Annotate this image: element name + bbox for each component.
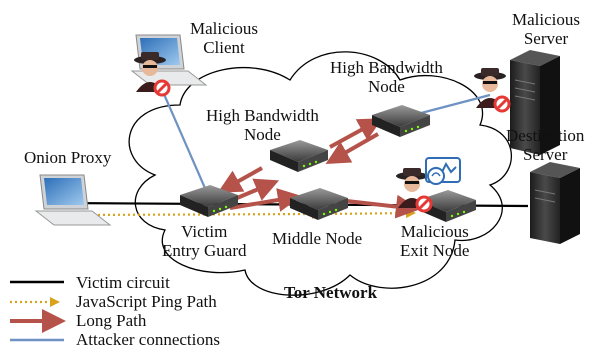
- long-path-f: [337, 194, 420, 219]
- malicious-client-laptop-icon: [130, 34, 208, 86]
- long-path-d: [325, 132, 379, 164]
- label-destination-server: Destination Server: [506, 126, 585, 164]
- label-hb-node-mid: High Bandwidth Node: [206, 106, 319, 144]
- long-path-e: [229, 188, 302, 212]
- destination-server-icon: [530, 162, 580, 244]
- label-malicious-exit-node: Malicious Exit Node: [400, 222, 470, 260]
- legend-label-attacker: Attacker connections: [76, 330, 220, 349]
- malicious-server-icon: [510, 50, 560, 155]
- router-hb-top-icon: [372, 105, 430, 137]
- ping-path-line: [77, 209, 322, 220]
- long-path-a: [217, 166, 263, 193]
- label-victim-entry-guard: Victim Entry Guard: [162, 222, 247, 260]
- attacker-exit-icon: [396, 168, 433, 213]
- attacker-server-icon: [474, 68, 511, 113]
- router-hb-mid-icon: [270, 140, 328, 172]
- router-entry-guard-icon: [180, 185, 238, 217]
- legend-label-long: Long Path: [76, 311, 147, 330]
- label-tor-network: Tor Network: [284, 283, 378, 302]
- label-malicious-client: Malicious Client: [190, 19, 258, 57]
- attacker-client-icon: [134, 52, 171, 97]
- label-middle-node: Middle Node: [272, 229, 363, 248]
- label-malicious-server: Malicious Server: [512, 10, 580, 48]
- onion-proxy-laptop-icon: [34, 174, 112, 226]
- router-middle-icon: [290, 188, 348, 220]
- label-hb-node-top: High Bandwidth Node: [330, 58, 443, 96]
- attacker-link-client: [158, 84, 210, 196]
- monitor-chart-icon: [425, 157, 461, 185]
- legend-label-victim: Victim circuit: [76, 273, 170, 292]
- legend-label-ping: JavaScript Ping Path: [76, 292, 217, 311]
- label-onion-proxy: Onion Proxy: [24, 148, 112, 167]
